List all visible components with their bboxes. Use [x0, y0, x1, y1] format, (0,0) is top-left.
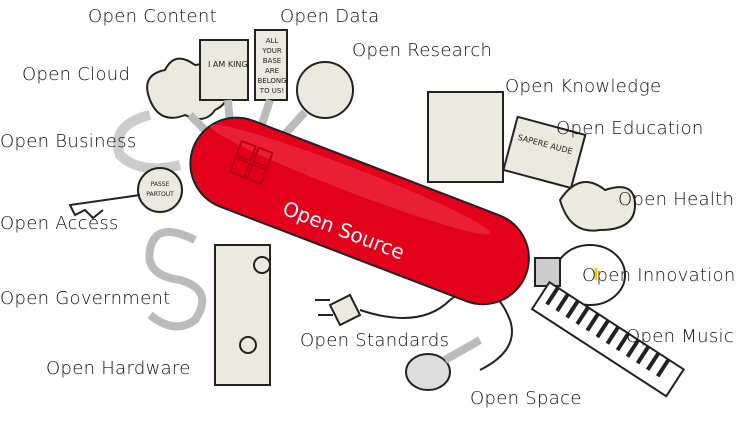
can-text: ALL YOUR BASE ARE BELONG TO US! — [257, 37, 287, 95]
label-open-access: Open Access — [0, 213, 119, 234]
paper-text: I AM KING — [208, 60, 248, 69]
plug-icon — [315, 293, 362, 327]
label-open-music: Open Music — [626, 326, 735, 347]
magnifier-icon — [296, 61, 354, 119]
dollar-icon — [145, 228, 207, 331]
label-open-knowledge: Open Knowledge — [505, 76, 662, 97]
label-open-standards: Open Standards — [300, 330, 450, 351]
label-open-government: Open Government — [0, 288, 171, 309]
label-open-research: Open Research — [352, 40, 493, 61]
key-text: PASSE PARTOUT — [146, 181, 174, 198]
label-open-business: Open Business — [0, 131, 137, 152]
label-open-data: Open Data — [280, 6, 380, 27]
cross-logo-icon — [228, 139, 274, 186]
label-open-education: Open Education — [556, 118, 704, 139]
label-open-hardware: Open Hardware — [46, 358, 191, 379]
book-icon — [427, 91, 504, 183]
can-icon — [254, 29, 288, 101]
label-open-content: Open Content — [88, 6, 217, 27]
keyboard-icon — [530, 280, 686, 398]
knife-body — [189, 116, 530, 306]
microphone-icon — [405, 353, 451, 391]
label-open-cloud: Open Cloud — [22, 64, 131, 85]
label-open-health: Open Health — [618, 189, 735, 210]
label-open-space: Open Space — [470, 388, 582, 409]
label-open-innovation: Open Innovation — [582, 265, 736, 286]
heart-icon — [558, 181, 637, 232]
sign-icon — [502, 115, 587, 190]
key-icon — [137, 167, 183, 213]
paper-icon — [199, 39, 249, 101]
